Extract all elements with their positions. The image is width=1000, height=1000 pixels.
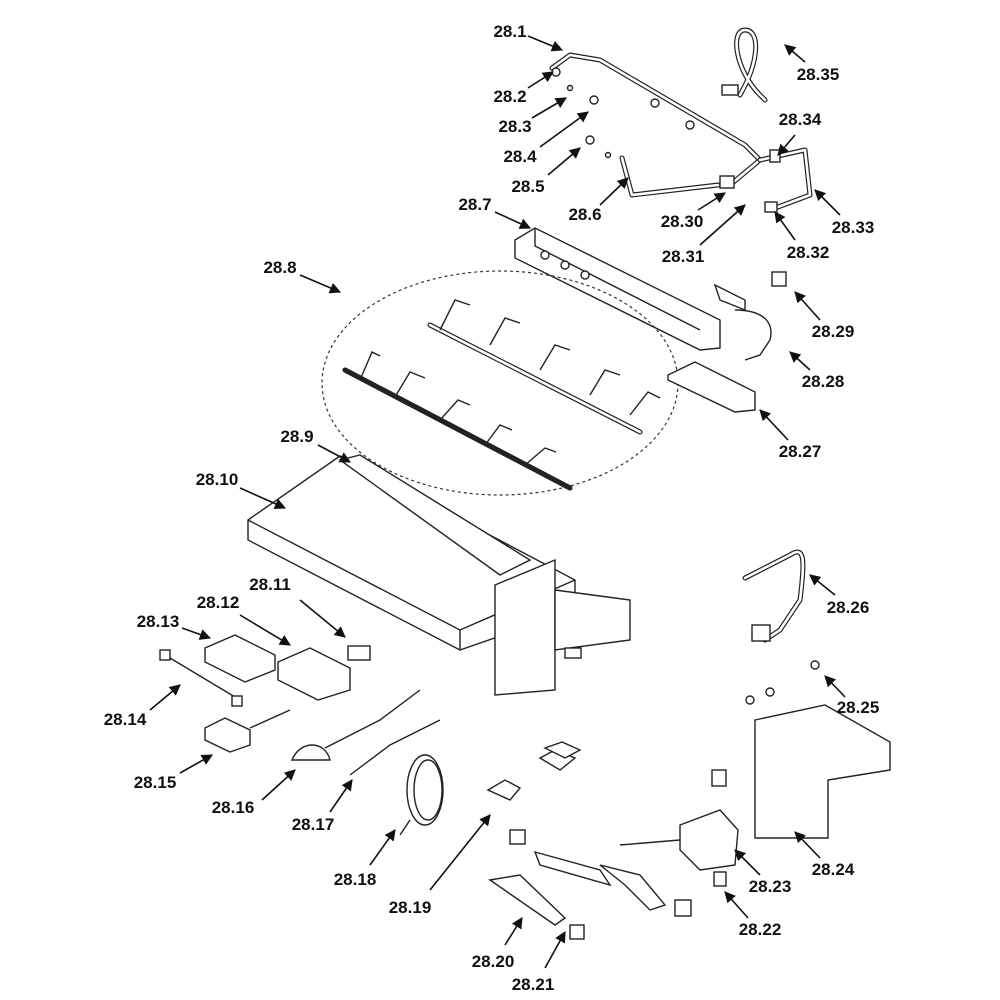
gas-valve-assembly — [486, 660, 891, 940]
callout-label: 28.6 — [568, 205, 602, 224]
callout-arrow — [544, 931, 566, 969]
callout-label: 28.1 — [493, 22, 527, 41]
control-modules — [159, 634, 371, 753]
callout-arrow — [504, 917, 523, 946]
callout-label: 28.5 — [511, 177, 545, 196]
callout-arrow — [774, 211, 796, 241]
callout-arrow — [527, 71, 554, 89]
callout-label: 28.8 — [263, 258, 297, 277]
callout-label: 28.3 — [498, 117, 532, 136]
callout-arrow — [239, 487, 287, 510]
callout-arrow — [239, 614, 291, 646]
callout-arrow — [784, 44, 806, 63]
callout-arrow — [777, 134, 796, 156]
callout-arrow — [494, 211, 532, 229]
pilot-assembly — [667, 271, 787, 413]
callout-arrow — [527, 35, 564, 52]
callout-arrow — [599, 177, 629, 206]
callout-label: 28.29 — [811, 322, 855, 341]
callout-arrow — [299, 599, 346, 638]
callout-label: 28.30 — [660, 212, 704, 231]
burner-mounting-bracket — [514, 227, 721, 351]
callout-arrow — [734, 849, 761, 876]
callout-arrow — [794, 831, 821, 859]
callout-label: 28.18 — [333, 870, 377, 889]
callout-arrow — [531, 97, 567, 119]
callout-arrow — [329, 779, 353, 813]
callout-label: 28.31 — [661, 247, 705, 266]
callout-arrow — [299, 274, 342, 294]
callout-label: 28.35 — [796, 65, 840, 84]
callout-label: 28.13 — [136, 612, 180, 631]
callout-label: 28.2 — [493, 87, 527, 106]
callout-label: 28.32 — [786, 243, 830, 262]
callout-arrow — [317, 444, 351, 463]
burner-pan-chassis — [247, 454, 631, 696]
flex-gas-hose-bottom — [742, 549, 806, 643]
callout-label: 28.11 — [249, 575, 291, 594]
callout-label: 28.23 — [748, 877, 792, 896]
callout-arrow — [149, 684, 181, 711]
callout-label: 28.15 — [133, 773, 177, 792]
callout-label: 28.4 — [503, 147, 537, 166]
callout-arrow — [794, 291, 821, 321]
burner-tubes — [342, 299, 661, 491]
callout-arrow — [814, 189, 841, 216]
callout-label: 28.7 — [458, 195, 492, 214]
callout-label: 28.25 — [836, 698, 880, 717]
callout-label: 28.26 — [826, 598, 870, 617]
callout-arrow — [699, 204, 746, 246]
callout-label: 28.10 — [195, 470, 239, 489]
callout-label: 28.21 — [511, 975, 555, 994]
callout-label: 28.12 — [196, 593, 240, 612]
callout-label: 28.17 — [291, 815, 335, 834]
callout-arrow — [697, 192, 726, 211]
callout-arrow — [369, 829, 396, 866]
callout-label: 28.28 — [801, 372, 845, 391]
wiring-harnesses — [290, 689, 444, 836]
gas-manifold-pipe — [549, 52, 813, 213]
callout-label: 28.24 — [811, 860, 855, 879]
flex-gas-hose-top — [721, 27, 768, 103]
callout-arrow — [539, 111, 589, 148]
callout-arrow — [547, 147, 581, 176]
callout-arrow — [724, 891, 749, 919]
callout-label: 28.14 — [103, 710, 147, 729]
callout-arrow — [789, 351, 811, 371]
callout-arrow — [759, 409, 789, 441]
callout-label: 28.20 — [471, 952, 515, 971]
callout-arrow — [179, 754, 213, 774]
callout-label: 28.34 — [778, 110, 822, 129]
callout-label: 28.16 — [211, 798, 255, 817]
callout-label: 28.19 — [388, 898, 432, 917]
callout-label: 28.9 — [280, 427, 314, 446]
callout-arrow — [824, 675, 846, 698]
callout-arrow — [261, 769, 296, 801]
callout-arrow — [181, 627, 212, 640]
callout-arrow — [809, 574, 836, 596]
callout-label: 28.27 — [778, 442, 822, 461]
callout-label: 28.22 — [738, 920, 782, 939]
callout-label: 28.33 — [831, 218, 875, 237]
callout-arrow — [429, 814, 491, 891]
